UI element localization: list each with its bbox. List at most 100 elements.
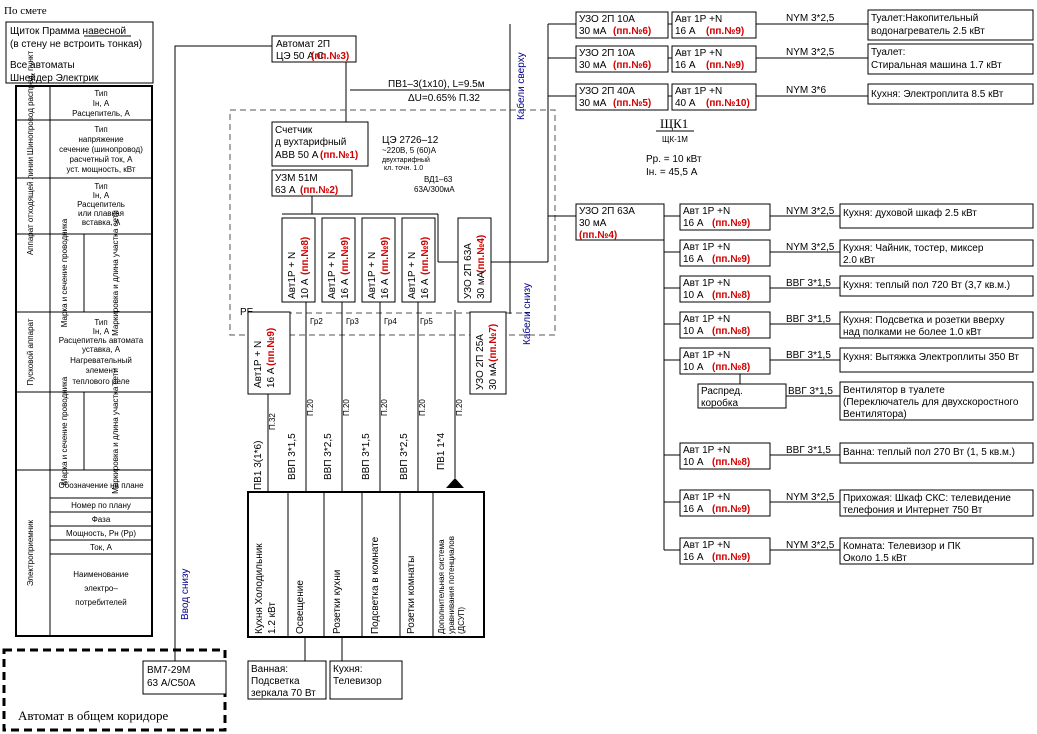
breaker-ref: (пп.№9) — [712, 218, 750, 229]
load-text: 2.0 кВт — [843, 255, 875, 266]
inner-uzo-text: УЗО 2П 63А — [463, 243, 474, 299]
lower-breaker-ref: (пп.№9) — [266, 328, 277, 366]
uzo-text: УЗО 2П 10А — [579, 48, 635, 59]
load-box — [867, 43, 1034, 75]
inner-uzo-box — [457, 217, 492, 303]
legend-frame — [15, 85, 153, 637]
cable-spec: ВВГ 3*1,5 — [786, 445, 831, 456]
inner-breaker-text: Авт1Р + N — [407, 252, 418, 299]
vm-breaker-box — [142, 660, 227, 695]
right-breaker-box — [679, 442, 771, 470]
breaker-text: 16 А — [683, 504, 704, 515]
sub-consumer-box — [247, 660, 327, 700]
group-label: Гр4 — [384, 317, 397, 326]
load-text: Кухня: Электроплита 8.5 кВт — [871, 89, 1004, 100]
cable-spec: NYM 3*2,5 — [786, 242, 835, 253]
legend-cell: элемент — [85, 366, 116, 375]
legend-cell: Iн, А — [93, 327, 110, 336]
panel-enclosure-dashed — [229, 109, 556, 336]
uzo-text: УЗО 2П 10А — [579, 14, 635, 25]
load-text: Кухня: теплый пол 720 Вт (3,7 кв.м.) — [843, 280, 1010, 291]
meter-text: АВВ 50 А — [275, 150, 319, 161]
consumer-label: уравнивания потенциалов — [447, 536, 456, 634]
top-uzo-rows: УЗО 2П 10А 30 мА (пп.№6) Авт 1Р +N 16 А … — [575, 9, 1034, 111]
breaker-ref: (пп.№9) — [706, 26, 744, 37]
load-text: Ванна: теплый пол 270 Вт (1, 5 кв.м.) — [843, 447, 1015, 458]
meter-text: Счетчик — [275, 125, 313, 136]
legend-cell: Мощность, Рн (Рр) — [66, 529, 136, 538]
legend-cell: вставка, А — [82, 218, 121, 227]
corridor-label: Автомат в общем коридоре — [18, 708, 168, 723]
inner-breaker-text: Авт1Р + N — [287, 252, 298, 299]
meter-text: д вухтарифный — [275, 136, 346, 148]
main-breaker-text: ЦЭ 50 А С — [276, 51, 324, 62]
legend-group: Электроприемник — [26, 519, 35, 586]
legend-cell: теплового реле — [72, 377, 130, 386]
shk1-in: Iн. = 45,5 А — [646, 167, 698, 178]
legend-group: Марка и сечение проводника — [60, 218, 69, 327]
pe-label: PE — [240, 307, 254, 318]
breaker-text: 16 А — [675, 60, 696, 71]
breaker-text: 16 А — [683, 254, 704, 265]
breaker-text: Авт 1Р +N — [683, 314, 730, 325]
uzo-text: 30 мА — [579, 98, 607, 109]
uzo-25-text: 30 мА — [488, 362, 499, 390]
meter-box — [271, 121, 369, 167]
legend-cell: Маркировка и длина участка сети — [111, 210, 120, 336]
inner-breaker-text: 16 А — [420, 278, 431, 299]
legend-group: Марка и сечение проводника — [60, 376, 69, 485]
shchitok-note-line: Все автоматы — [10, 60, 75, 71]
uzo-63-text: 30 мА — [579, 218, 607, 229]
shchitok-note-line: Шнейдер Электрик — [10, 73, 99, 84]
meter-spec: кл. точн. 1.0 — [384, 165, 423, 172]
shchitok-note-box — [5, 21, 154, 84]
sub-consumer-text: зеркала 70 Вт — [251, 688, 316, 699]
load-text: водонагреватель 2.5 кВт — [871, 26, 985, 37]
inner-breaker-ref: (пп.№9) — [340, 237, 351, 275]
right-breaker-box — [679, 203, 771, 231]
raspred-box — [697, 383, 787, 409]
uzo-text: 30 мА — [579, 60, 607, 71]
inner-breaker-text: 10 А — [300, 278, 311, 299]
inner-breaker-1 — [281, 217, 316, 303]
breaker-text: Авт 1Р +N — [683, 206, 730, 217]
line-spec: ΔU=0.65% П.32 — [408, 93, 480, 104]
right-breaker-box — [679, 239, 771, 267]
lower-breaker-text: 16 А — [266, 367, 277, 388]
legend-cell: Ток, А — [90, 543, 113, 552]
sub-consumer-text: Подсветка — [251, 676, 300, 687]
sub-consumer-box — [329, 660, 403, 700]
vm-breaker-text: ВМ7-29М — [147, 665, 190, 676]
cable-spec: NYM 3*2,5 — [786, 540, 835, 551]
uzo-63-text: УЗО 2П 63А — [579, 206, 635, 217]
consumer-label: Дополнительная система — [437, 539, 446, 634]
breaker-text: 10 А — [683, 457, 704, 468]
breaker-text: Авт 1Р +N — [683, 242, 730, 253]
load-box — [839, 239, 1034, 267]
breaker-text: Авт 1Р +N — [675, 48, 722, 59]
group-label: Гр3 — [346, 317, 359, 326]
legend-cell: Расцепитель, А — [72, 109, 130, 118]
legend-cell: Маркировка и длина участка сети — [111, 368, 120, 494]
sub-consumer-text: Кухня: — [333, 664, 363, 675]
consumer-label: Розетки комнаты — [406, 556, 417, 634]
top-breaker-box — [671, 83, 757, 111]
kabeli-snizu-label: Кабели снизу — [521, 283, 533, 345]
legend-cell: или плавкая — [78, 209, 124, 218]
breaker-text: 10 А — [683, 326, 704, 337]
main-breaker-text: Автомат 2П — [276, 39, 330, 50]
load-text: Около 1.5 кВт — [843, 553, 907, 564]
po-smete-label: По смете — [4, 5, 47, 17]
legend-cell: уставка, А — [82, 345, 121, 354]
load-box — [839, 442, 1034, 464]
legend-cell: Обозначение на плане — [58, 481, 144, 490]
kabeli-sverhu-label: Кабели сверху — [515, 52, 527, 120]
main-breaker-ref: (пп.№3) — [311, 51, 349, 62]
legend-table: Шинопровод распред. пункт Тип Iн, А Расц… — [15, 51, 153, 637]
breaker-text: 16 А — [675, 26, 696, 37]
consumer-label: Подсветка в комнате — [370, 536, 381, 634]
legend-cell: Тип — [94, 182, 107, 191]
cable-mark: П.20 — [418, 399, 427, 416]
top-uzo-box — [575, 45, 669, 73]
legend-cell: Фаза — [92, 515, 111, 524]
